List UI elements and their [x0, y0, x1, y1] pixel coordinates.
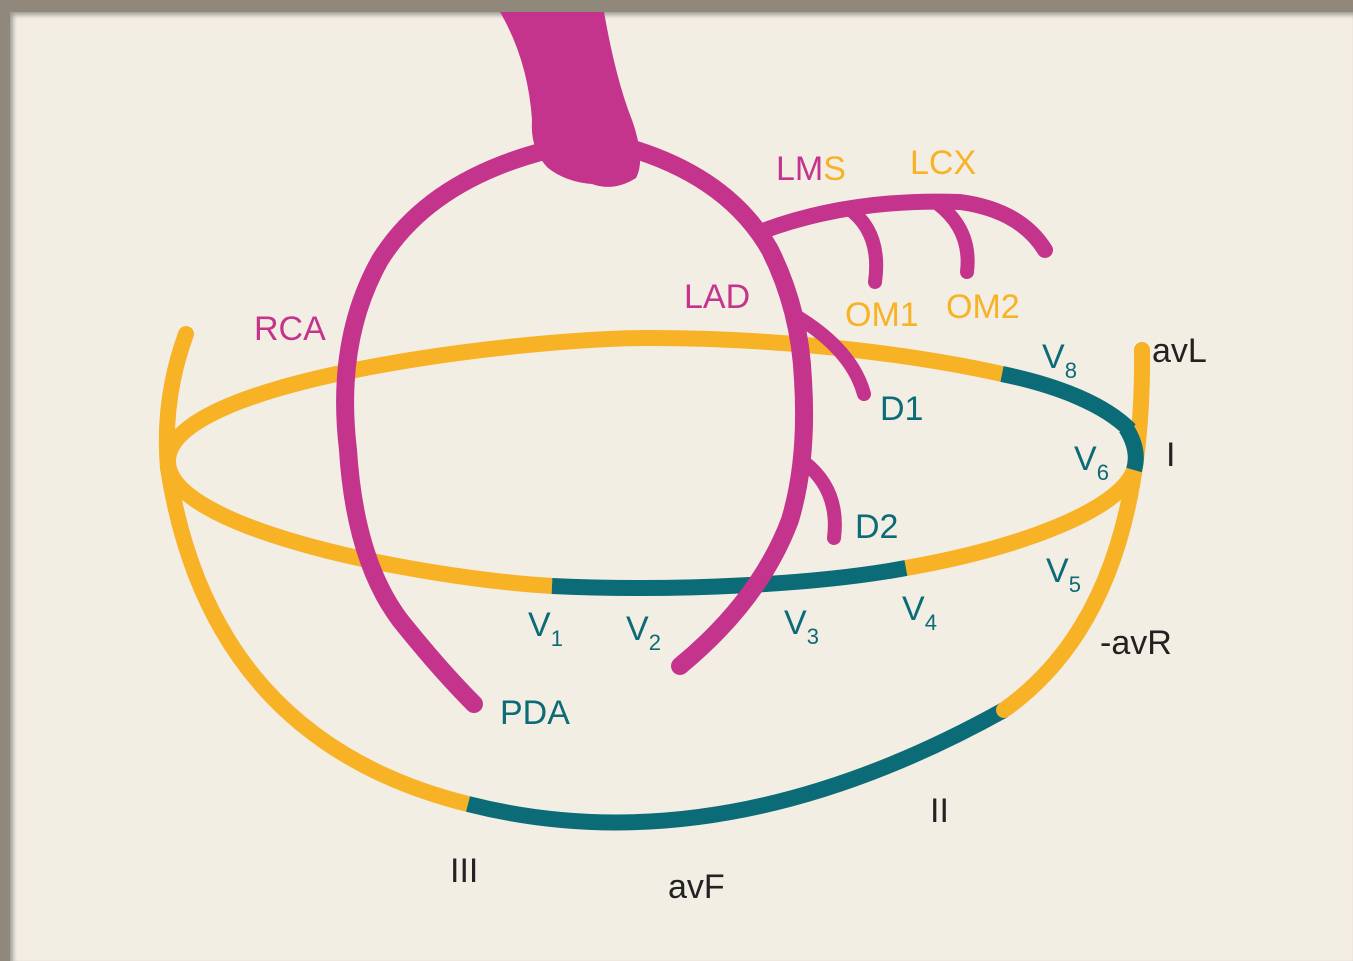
- lcx-artery: [760, 202, 1045, 250]
- rca-artery: [345, 150, 548, 704]
- lad-label: LAD: [684, 278, 750, 316]
- pda-label: PDA: [500, 694, 570, 732]
- chest-ring-back-yellow: [168, 338, 1002, 462]
- om1-branch: [848, 208, 876, 282]
- chest-ring-right-teal: [1126, 428, 1136, 470]
- lead-i-label: I: [1166, 436, 1175, 474]
- lead-iii-label: III: [450, 852, 478, 890]
- lcx-label: LCX: [910, 144, 976, 182]
- lms-label: LMS: [776, 150, 846, 188]
- lead-ii-label: II: [930, 792, 949, 830]
- chest-ring-front-teal: [552, 568, 906, 588]
- om1-label: OM1: [845, 296, 919, 334]
- neg-avr-label: -avR: [1100, 624, 1172, 662]
- avf-label: avF: [668, 868, 725, 906]
- v2-label: V2: [626, 610, 661, 655]
- avl-label: avL: [1152, 332, 1207, 370]
- v1-label: V1: [528, 606, 563, 651]
- om2-branch: [938, 204, 968, 272]
- d2-label: D2: [855, 508, 898, 546]
- d2-branch: [804, 462, 835, 538]
- v6-label: V6: [1074, 440, 1109, 485]
- v3-label: V3: [784, 604, 819, 649]
- v4-label: V4: [902, 590, 937, 635]
- om2-label: OM2: [946, 288, 1020, 326]
- rca-label: RCA: [254, 310, 326, 348]
- d1-label: D1: [880, 390, 923, 428]
- v5-label: V5: [1046, 552, 1081, 597]
- v8-label: V8: [1042, 338, 1077, 383]
